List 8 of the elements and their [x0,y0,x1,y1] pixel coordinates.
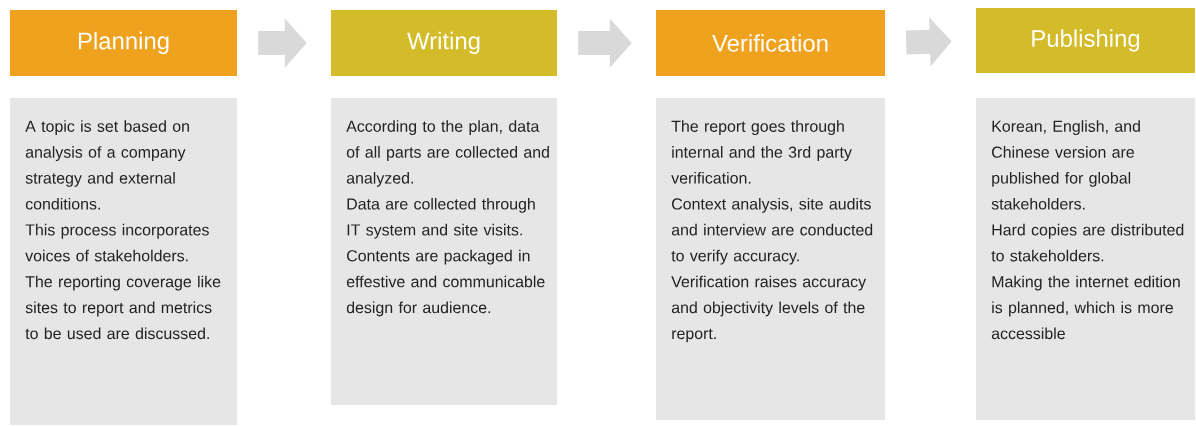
description-box: According to the plan, data of all parts are collected and analyzed. Data are collected through IT system and site visits. Contents are packaged in effestive and communicable design for audience. [331,98,557,405]
description-box: Korean, English, and Chinese version are published for global stakeholders. Hard copies are distributed to stakeholders. Making the internet edition is planned, which is more accessible [976,98,1195,420]
description-box: The report goes through internal and the 3rd party verification. Context analysis, site audits and interview are conducted to verify accuracy. Verification raises accuracy and objectivity levels of the report. [656,98,885,420]
step-header: Publishing [976,8,1195,73]
step-header: Planning [10,10,237,76]
step-header: Writing [331,10,557,76]
description-box: A topic is set based on analysis of a company strategy and external conditions. This process incorporates voices of stakeholders. The reporting coverage like sites to report and metrics to be used are discussed. [10,98,237,425]
step-header: Verification [656,10,885,76]
